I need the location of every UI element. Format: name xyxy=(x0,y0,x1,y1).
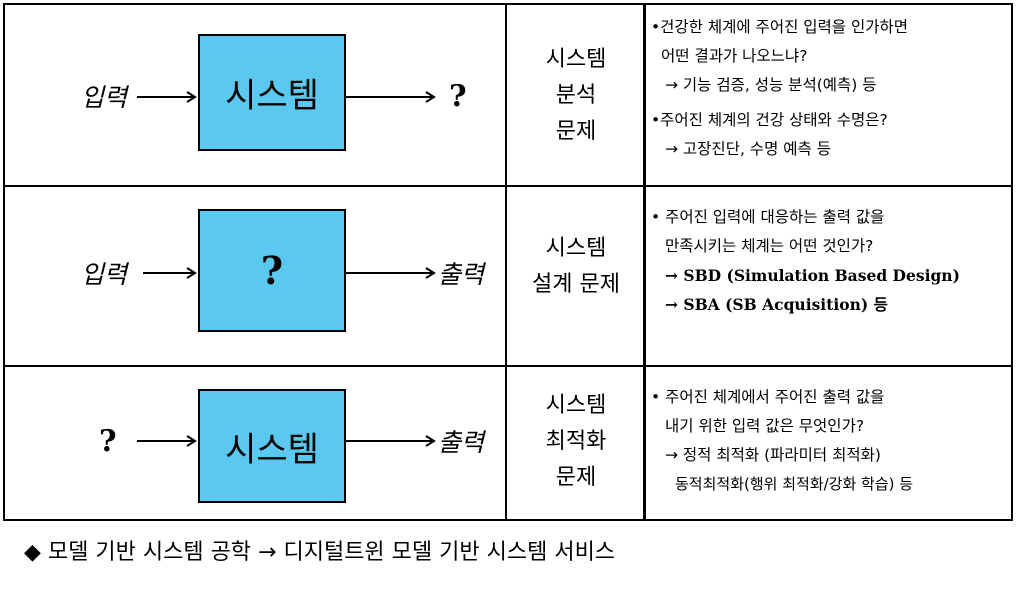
output-arrow xyxy=(346,435,436,447)
category-line: 시스템 xyxy=(545,47,607,72)
input-label: 입력 xyxy=(81,260,128,289)
category-line: 시스템 xyxy=(545,236,607,261)
output-label: 출력 xyxy=(438,428,485,457)
footer-caption: ◆ 모델 기반 시스템 공학 → 디지털트윈 모델 기반 시스템 서비스 xyxy=(24,540,616,565)
output-arrow xyxy=(346,91,436,103)
category-design: 시스템 설계 문제 xyxy=(507,227,645,307)
description-design: • 주어진 입력에 대응하는 출력 값을 만족시키는 체계는 어떤 것인가? →… xyxy=(651,203,1013,319)
desc-line: 내기 위한 입력 값은 무엇인가? xyxy=(665,417,865,435)
row-divider-1 xyxy=(5,185,1011,187)
category-line: 분석 xyxy=(555,83,597,108)
input-label: 입력 xyxy=(81,83,128,112)
desc-line: 만족시키는 체계는 어떤 것인가? xyxy=(665,237,874,255)
category-optimization: 시스템 최적화 문제 xyxy=(507,385,645,499)
design-box: ? xyxy=(198,209,346,332)
desc-line: → SBA (SB Acquisition) 등 xyxy=(665,295,888,314)
category-analysis: 시스템 분석 문제 xyxy=(507,31,645,161)
input-question-mark: ? xyxy=(99,424,117,459)
desc-line: → 고장진단, 수명 예측 등 xyxy=(665,140,831,158)
row-optimization: ? 시스템 출력 시스템 최적화 문제 • 주어진 체계에서 주어진 출력 값을… xyxy=(5,367,1011,519)
desc-line: •주어진 체계의 건강 상태와 수명은? xyxy=(651,111,888,129)
desc-line: 어떤 결과가 나오느냐? xyxy=(661,47,808,65)
output-arrow xyxy=(346,267,436,279)
system-box: 시스템 xyxy=(198,389,346,503)
row-divider-2 xyxy=(5,365,1011,367)
problem-table: 입력 시스템 ? 시스템 분석 문제 •건강한 체계에 주어진 입력을 인가하면… xyxy=(3,3,1013,521)
output-question-mark: ? xyxy=(449,79,467,114)
category-line: 최적화 xyxy=(545,429,607,454)
category-line: 문제 xyxy=(555,465,597,490)
category-line: 시스템 xyxy=(545,393,607,418)
desc-line: 동적최적화(행위 최적화/강화 학습) 등 xyxy=(675,475,914,493)
category-line: 설계 문제 xyxy=(532,272,620,297)
desc-line: •건강한 체계에 주어진 입력을 인가하면 xyxy=(651,18,909,36)
desc-line: → 정적 최적화 (파라미터 최적화) xyxy=(665,446,881,464)
row-design: 입력 ? 출력 시스템 설계 문제 • 주어진 입력에 대응하는 출력 값을 만… xyxy=(5,187,1011,367)
system-box: 시스템 xyxy=(198,34,346,151)
desc-line: • 주어진 입력에 대응하는 출력 값을 xyxy=(651,208,885,226)
column-divider-1 xyxy=(505,5,507,519)
row-analysis: 입력 시스템 ? 시스템 분석 문제 •건강한 체계에 주어진 입력을 인가하면… xyxy=(5,5,1011,187)
desc-line: → 기능 검증, 성능 분석(예측) 등 xyxy=(665,76,877,94)
category-line: 문제 xyxy=(555,119,597,144)
desc-line: → SBD (Simulation Based Design) xyxy=(665,266,960,285)
input-arrow xyxy=(137,435,197,447)
input-arrow xyxy=(137,91,197,103)
desc-line: • 주어진 체계에서 주어진 출력 값을 xyxy=(651,388,885,406)
description-optimization: • 주어진 체계에서 주어진 출력 값을 내기 위한 입력 값은 무엇인가? →… xyxy=(651,383,1013,499)
input-arrow xyxy=(143,267,197,279)
output-label: 출력 xyxy=(438,260,485,289)
description-analysis: •건강한 체계에 주어진 입력을 인가하면 어떤 결과가 나오느냐? → 기능 … xyxy=(651,13,1013,164)
column-divider-2 xyxy=(643,5,646,519)
